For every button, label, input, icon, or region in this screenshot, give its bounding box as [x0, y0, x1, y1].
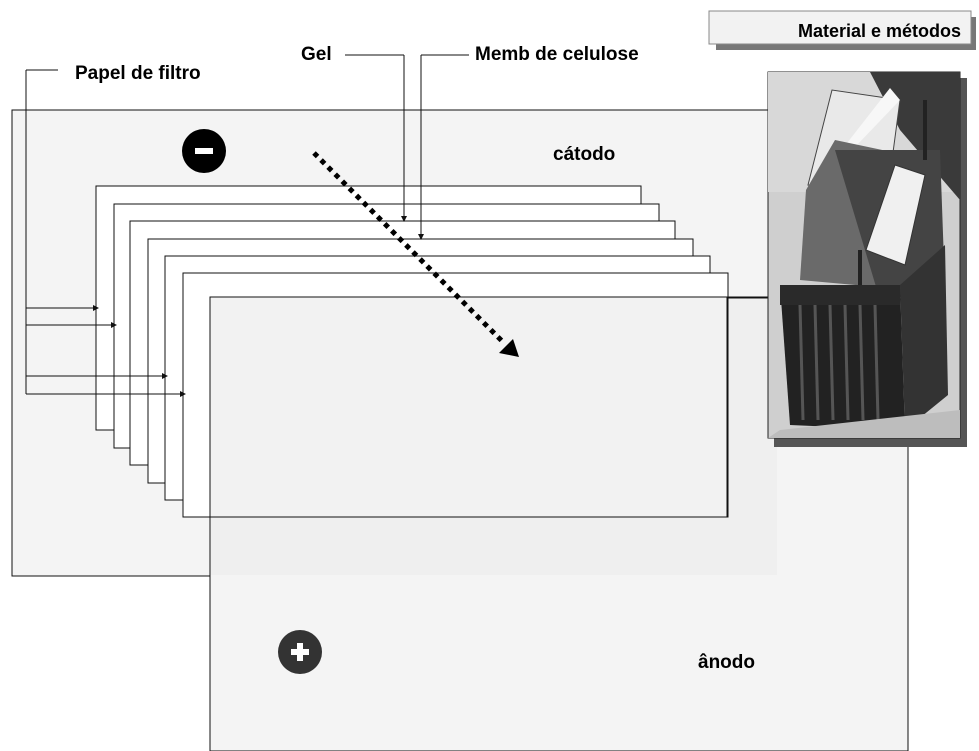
sheet-front: [209, 296, 728, 518]
migration-arrow-icon: [312, 151, 519, 357]
filter-paper-label: Papel de filtro: [75, 63, 201, 84]
title-box: Material e métodos: [708, 10, 976, 50]
cellulose-membrane-label: Memb de celulose: [475, 44, 639, 65]
gel-leader: [345, 54, 407, 222]
anode-plus-icon: +: [278, 630, 322, 674]
apparatus-photo: [767, 71, 967, 447]
membrane-leader: [418, 54, 469, 240]
cathode-label: cátodo: [553, 144, 615, 165]
cathode-minus-icon: −: [182, 129, 226, 173]
title-text: Material e métodos: [798, 21, 961, 41]
filter-paper-leaders: [25, 69, 186, 397]
sheet-stack: [95, 185, 778, 518]
anode-label: ânodo: [698, 652, 755, 673]
gel-label: Gel: [301, 44, 332, 65]
